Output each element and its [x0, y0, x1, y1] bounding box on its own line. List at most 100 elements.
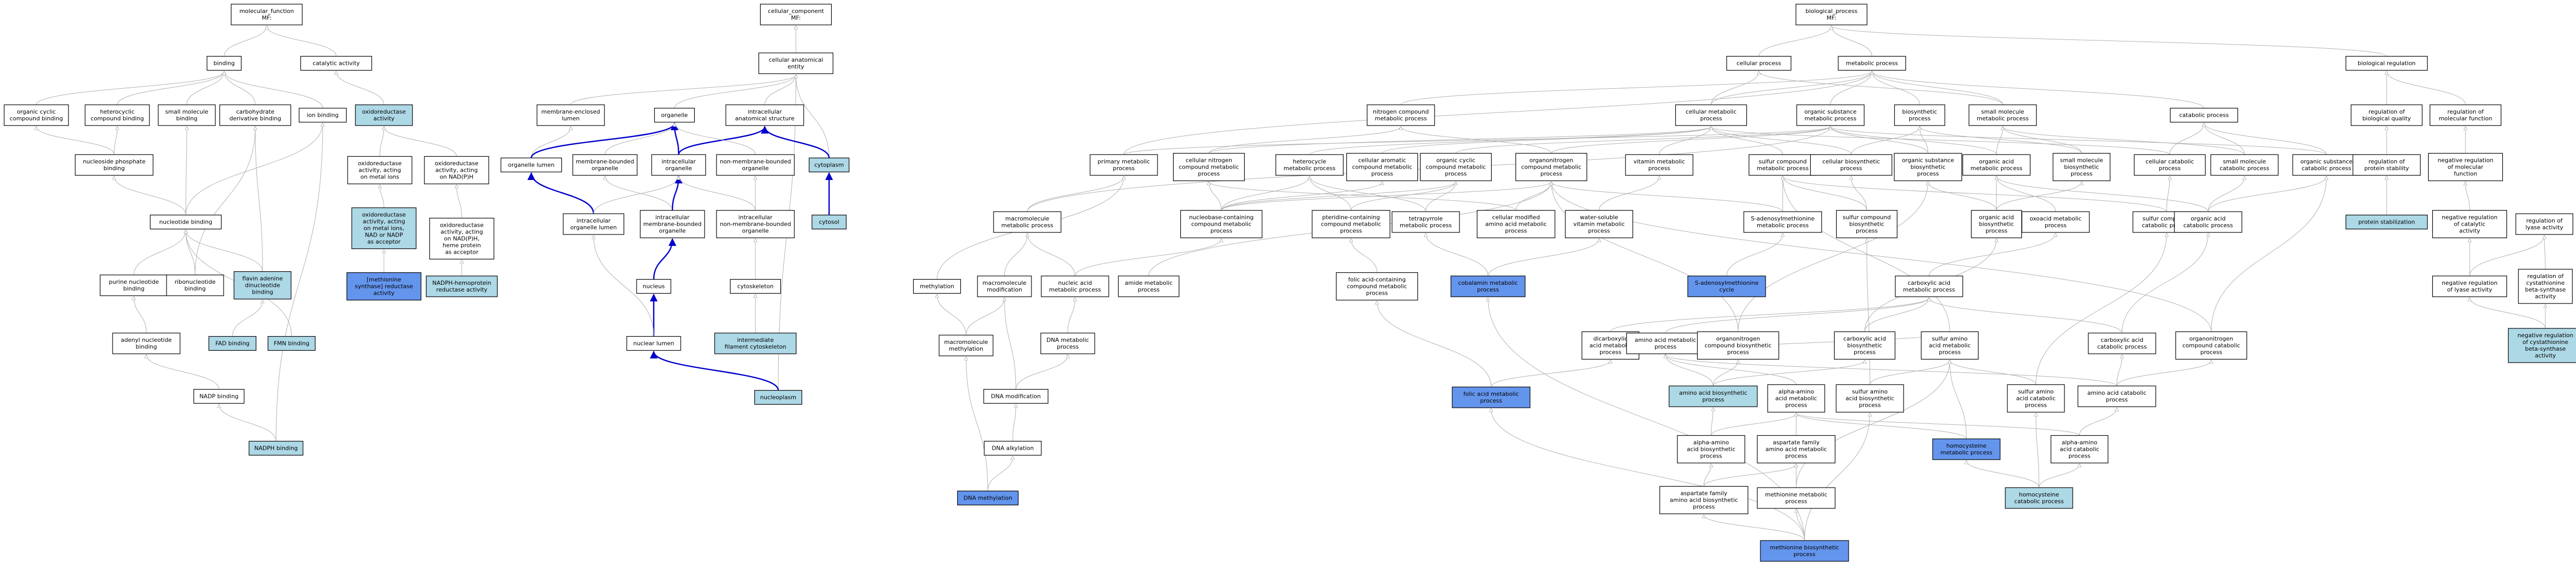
term-label: biological regulation: [2358, 60, 2416, 67]
term-node-meth: methylation: [913, 279, 961, 294]
edge-ias-to-cae: [764, 75, 796, 105]
term-label: process: [1986, 228, 2008, 234]
term-box: [1180, 210, 1263, 239]
term-label: process: [1917, 171, 1939, 177]
term-box: [1748, 154, 1817, 176]
term-box: [1626, 333, 1705, 354]
edge-aabp-to-cabp: [1713, 361, 1865, 386]
edge-binding-to-mf: [224, 26, 267, 57]
term-box: [1312, 210, 1390, 239]
term-label: biological_process: [1806, 8, 1857, 15]
term-label: process: [1840, 165, 1863, 172]
term-box: [562, 213, 625, 235]
term-label: organelle: [591, 165, 618, 172]
edge-cacp-to-oacp: [2122, 233, 2208, 334]
term-label: carbohydrate: [236, 108, 274, 115]
edge-hetmp-to-cmp: [1309, 127, 1711, 155]
term-label: cobalamin metabolic: [1458, 280, 1518, 286]
term-node-protstab: protein stabilization: [2345, 214, 2428, 230]
edge-scmp-to-cmp: [1711, 127, 1783, 155]
term-label: ribonucleotide: [175, 279, 216, 285]
edge-alpbp-to-aabp: [1711, 408, 1713, 436]
term-label: regulation of: [2368, 158, 2405, 165]
term-box: [626, 336, 681, 351]
term-label: anatomical structure: [735, 115, 795, 122]
edge-alpcp-to-alpmp: [1796, 413, 2080, 436]
edge-carbb-to-binding: [224, 72, 256, 105]
term-label: nucleoplasm: [760, 394, 796, 401]
term-label: process: [1939, 349, 1961, 356]
term-box: [1669, 385, 1758, 407]
term-label: process: [1480, 397, 1503, 404]
edge-onitmp-to-osmp: [1551, 127, 1830, 154]
edge-inmbo-to-io: [679, 176, 756, 211]
edge-nbcmp-to-hetmp: [1221, 176, 1310, 211]
edge-occb-to-binding: [36, 72, 224, 105]
term-box: [2021, 211, 2090, 233]
edge-org-to-cae: [674, 75, 796, 108]
term-label: homocysteine: [1946, 442, 1987, 449]
term-box: [1760, 540, 1849, 562]
term-label: amino acid catabolic: [2087, 390, 2146, 396]
edge-namp-to-nbcmp: [1075, 239, 1221, 276]
term-box: [346, 272, 422, 301]
edge-ccp-to-catab: [2169, 123, 2204, 155]
term-label: metabolic process: [1757, 165, 1809, 172]
edge-asfbp-to-alpbp: [1703, 464, 1711, 487]
term-label: sulfur amino: [1852, 389, 1888, 395]
term-node-cytosol: cytosol: [811, 214, 847, 230]
term-box: [230, 4, 303, 25]
edge-aamp-to-camp: [1665, 298, 1929, 334]
term-label: process: [1340, 228, 1362, 234]
term-label: metabolic process: [1001, 222, 1053, 229]
term-label: oxidoreductase: [362, 212, 406, 218]
edge-aacp-to-aamp: [1665, 355, 2117, 386]
term-box: [716, 154, 795, 176]
edge-fadnb-to-carbb: [255, 127, 263, 272]
term-box: [1767, 384, 1825, 413]
term-label: intracellular: [576, 217, 611, 224]
term-label: activity, acting: [435, 167, 478, 174]
term-label: protein stability: [2364, 165, 2409, 172]
term-box: [1477, 210, 1555, 239]
term-label: catabolic process: [2220, 165, 2269, 172]
term-label: activity: [374, 290, 395, 297]
term-label: binding: [123, 285, 144, 292]
term-label: heterocycle: [1293, 158, 1326, 165]
term-box: [1921, 331, 1979, 360]
term-label: nitrogen compound: [1373, 108, 1429, 115]
term-label: cellular aromatic: [1358, 157, 1406, 164]
term-label: activity: [2535, 352, 2556, 359]
term-box: [424, 156, 489, 185]
edge-anb-to-pnb: [134, 297, 147, 334]
edge-scbp-to-scmp: [1783, 176, 1867, 211]
term-label: metabolic process: [1284, 165, 1335, 172]
term-label: homocysteine: [2019, 491, 2059, 498]
edge-dnameth-to-dnaalk: [987, 457, 1013, 491]
term-label: biosynthetic: [1849, 221, 1884, 228]
edge-samp-to-onitmp: [1551, 182, 1783, 212]
edge-biosyn-to-metproc: [1872, 72, 1920, 105]
term-label: intracellular: [748, 108, 782, 115]
term-box: [808, 157, 850, 173]
term-box: [1834, 331, 1896, 360]
edge-facmp-to-ptcmp: [1351, 239, 1377, 273]
edge-namp-to-macmp: [1027, 233, 1076, 276]
term-box: [2518, 269, 2573, 304]
term-box: [2432, 210, 2508, 239]
term-box: [2350, 104, 2423, 126]
